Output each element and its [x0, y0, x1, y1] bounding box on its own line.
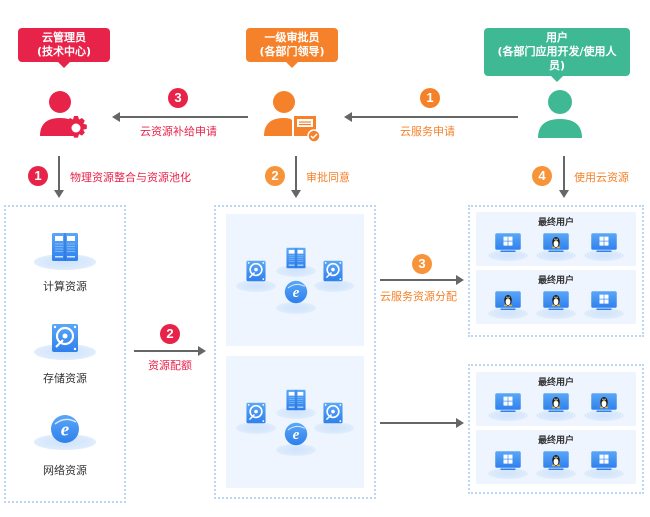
flow-line-allocation-2: [380, 422, 456, 424]
windows-laptop-icon: [591, 233, 617, 252]
role-tag-user: 用户 (各部门应用开发/使用人员): [484, 28, 630, 82]
network-ie-icon: [284, 280, 308, 304]
storage-disk-icon: [322, 401, 344, 425]
linux-laptop-icon: [543, 233, 569, 252]
storage-disk-icon: [50, 322, 80, 354]
platform-base: [236, 422, 276, 434]
platform-base: [276, 302, 316, 314]
platform-base: [276, 444, 316, 456]
arrow-head-right-icon: [456, 418, 464, 428]
end-user-title: 最终用户: [537, 378, 574, 388]
user-gear-icon: [40, 91, 87, 138]
user-icon: [538, 90, 582, 138]
role-tag-approver: 一级审批员 (各部门领导): [246, 28, 338, 68]
flow-label-use-cloud: 使用云资源: [574, 171, 629, 184]
step-badge: 2: [160, 324, 180, 344]
platform-base: [276, 265, 316, 277]
role-tag-admin: 云管理员 (技术中心): [18, 28, 110, 68]
step-badge: 1: [420, 88, 440, 108]
role-admin-title: 云管理员: [42, 31, 86, 44]
end-user-title: 最终用户: [537, 218, 574, 228]
platform-base: [584, 410, 624, 421]
step-badge: 1: [28, 166, 48, 186]
network-ie-icon: [50, 414, 80, 444]
storage-disk-icon: [245, 401, 267, 425]
platform-base: [34, 254, 96, 270]
end-user-title: 最终用户: [537, 436, 574, 446]
platform-base: [236, 280, 276, 292]
resource-label-compute: 计算资源: [43, 280, 87, 293]
platform-base: [584, 468, 624, 479]
end-user-title: 最终用户: [537, 276, 574, 286]
server-icon: [286, 247, 306, 269]
arrow-head-down-icon: [291, 190, 301, 198]
windows-laptop-icon: [591, 291, 617, 310]
flow-label-approve: 审批同意: [306, 171, 350, 184]
flow-label-resource-supply-request: 云资源补给申请: [140, 125, 217, 138]
windows-laptop-icon: [495, 233, 521, 252]
platform-base: [536, 468, 576, 479]
flow-line-user-down: [563, 156, 565, 192]
flow-label-allocation: 云服务资源分配: [380, 290, 457, 303]
role-approver-subtitle: (各部门领导): [259, 45, 325, 58]
role-approver-title: 一级审批员: [264, 31, 320, 44]
arrow-head-right-icon: [198, 346, 206, 356]
platform-base: [488, 250, 528, 261]
flow-label-pooling: 物理资源整合与资源池化: [70, 171, 191, 184]
resource-label-network: 网络资源: [43, 464, 87, 477]
end-user-group-2: [468, 364, 644, 494]
role-user-subtitle: (各部门应用开发/使用人员): [497, 45, 617, 72]
platform-base: [488, 308, 528, 319]
step-badge: 3: [412, 254, 432, 274]
server-icon: [51, 232, 79, 262]
resource-label-storage: 存储资源: [43, 372, 87, 385]
arrow-head-left-icon: [112, 112, 120, 122]
linux-laptop-icon: [543, 291, 569, 310]
step-badge: 4: [532, 166, 552, 186]
windows-laptop-icon: [495, 393, 521, 412]
linux-laptop-icon: [543, 451, 569, 470]
platform-base: [276, 407, 316, 419]
platform-base: [536, 410, 576, 421]
end-user-group-1: [468, 205, 644, 337]
platform-base: [584, 308, 624, 319]
platform-base: [488, 468, 528, 479]
windows-laptop-icon: [495, 451, 521, 470]
cloud-resource-pool: [214, 205, 376, 499]
flow-line-admin-down: [58, 156, 60, 192]
arrow-head-down-icon: [559, 190, 569, 198]
platform-base: [314, 280, 354, 292]
platform-base: [536, 250, 576, 261]
flow-label-cloud-service-request: 云服务申请: [400, 125, 455, 138]
server-icon: [286, 389, 306, 411]
platform-base: [314, 422, 354, 434]
platform-base: [584, 250, 624, 261]
arrow-head-left-icon: [344, 112, 352, 122]
platform-base: [488, 410, 528, 421]
arrow-head-down-icon: [54, 190, 64, 198]
platform-base: [536, 308, 576, 319]
windows-laptop-icon: [591, 451, 617, 470]
role-admin-subtitle: (技术中心): [36, 45, 92, 58]
linux-laptop-icon: [543, 393, 569, 412]
network-ie-icon: [284, 422, 308, 446]
role-user-title: 用户: [546, 31, 568, 44]
arrow-head-right-icon: [456, 275, 464, 285]
step-badge: 3: [168, 88, 188, 108]
physical-resource-pool: [4, 205, 126, 503]
flow-line-allocation: [380, 279, 456, 281]
flow-line-approver-to-admin: [118, 116, 248, 118]
linux-laptop-icon: [591, 393, 617, 412]
linux-laptop-icon: [495, 291, 521, 310]
flow-line-approver-down: [295, 156, 297, 192]
user-approve-icon: [264, 91, 321, 143]
flow-line-quota: [134, 350, 198, 352]
storage-disk-icon: [322, 259, 344, 283]
flow-label-quota: 资源配额: [148, 359, 192, 372]
storage-disk-icon: [245, 259, 267, 283]
flow-line-user-to-approver: [350, 116, 518, 118]
step-badge: 2: [265, 166, 285, 186]
